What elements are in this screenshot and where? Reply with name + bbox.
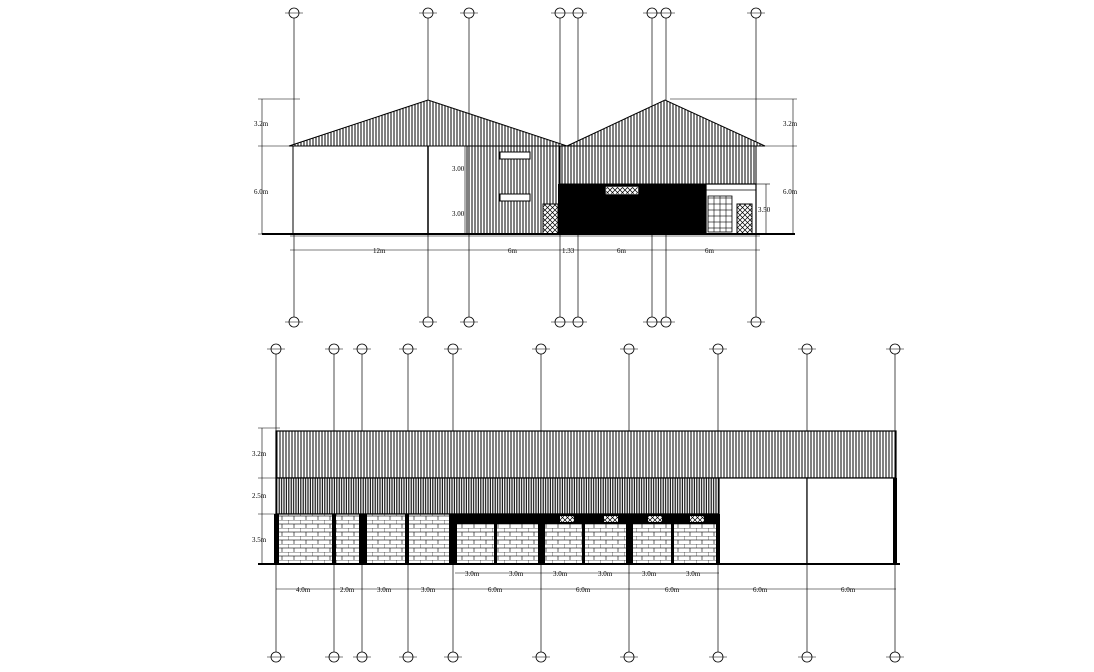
bottom-bay-lower-5: 6.0m	[488, 586, 503, 594]
top-level-label-right-1: 3.2m	[783, 120, 798, 128]
bottom-bay-upper-5: 3.0m	[642, 570, 657, 578]
top-left-roof	[288, 99, 568, 147]
bottom-level-label-1: 3.2m	[252, 450, 267, 458]
bottom-bay-lower-7: 6.0m	[665, 586, 680, 594]
top-floor-label-2: 3.00	[452, 210, 465, 218]
top-level-label-left-1: 3.2m	[254, 120, 269, 128]
bottom-bay-lower-4: 3.0m	[421, 586, 436, 594]
top-grille-panel	[542, 203, 559, 235]
top-floor-label-1: 3.00	[452, 165, 465, 173]
bottom-bay-upper-1: 3.0m	[465, 570, 480, 578]
top-facade-vent	[605, 186, 639, 195]
bottom-level-label-2: 2.5m	[252, 492, 267, 500]
bottom-bay-lower-9: 6.0m	[841, 586, 856, 594]
top-level-label-right-2: 6.0m	[783, 188, 798, 196]
bottom-bay-lower-3: 3.0m	[377, 586, 392, 594]
bottom-bay-upper-6: 3.0m	[686, 570, 701, 578]
top-window-upper	[499, 151, 531, 160]
top-level-label-left-2: 6.0m	[254, 188, 269, 196]
bottom-open-bay-2	[806, 477, 897, 565]
bottom-bay-upper-3: 3.0m	[553, 570, 568, 578]
bottom-columns	[274, 478, 897, 564]
bottom-bay-upper-2: 3.0m	[509, 570, 524, 578]
bottom-bay-upper-4: 3.0m	[598, 570, 613, 578]
bottom-bay-lower-1: 4.0m	[296, 586, 311, 594]
top-span-label-1: 12m	[373, 247, 386, 255]
top-right-roof	[566, 99, 766, 147]
top-span-label-2: 6m	[508, 247, 518, 255]
bottom-roof-band	[275, 430, 897, 479]
bottom-bay-lower-2: 2.0m	[340, 586, 355, 594]
top-span-label-4: 6m	[617, 247, 627, 255]
top-span-label-5: 6m	[705, 247, 715, 255]
bottom-level-label-3: 3.5m	[252, 536, 267, 544]
top-elevation: 3.2m 6.0m 3.2m 6.0m 3.00 3.00 3.50 12m 6…	[254, 7, 798, 328]
bottom-bay-lower-6: 6.0m	[576, 586, 591, 594]
top-window-lower	[499, 193, 531, 202]
top-hatched-wall	[466, 145, 561, 235]
top-right-hatched-wall	[559, 145, 757, 185]
bottom-bay-lower-8: 6.0m	[753, 586, 768, 594]
bottom-open-bay-1	[718, 477, 808, 565]
bottom-elevation: 3.2m 2.5m 3.5m 3.0m 3.0m 3.0m 3.0m 3.0m …	[252, 343, 904, 663]
top-left-open-bay	[292, 145, 468, 235]
bottom-wall-band	[275, 477, 720, 515]
top-opening-label: 3.50	[758, 206, 771, 214]
top-grid-axes	[285, 7, 765, 328]
top-span-label-3: 1.33	[562, 247, 575, 255]
